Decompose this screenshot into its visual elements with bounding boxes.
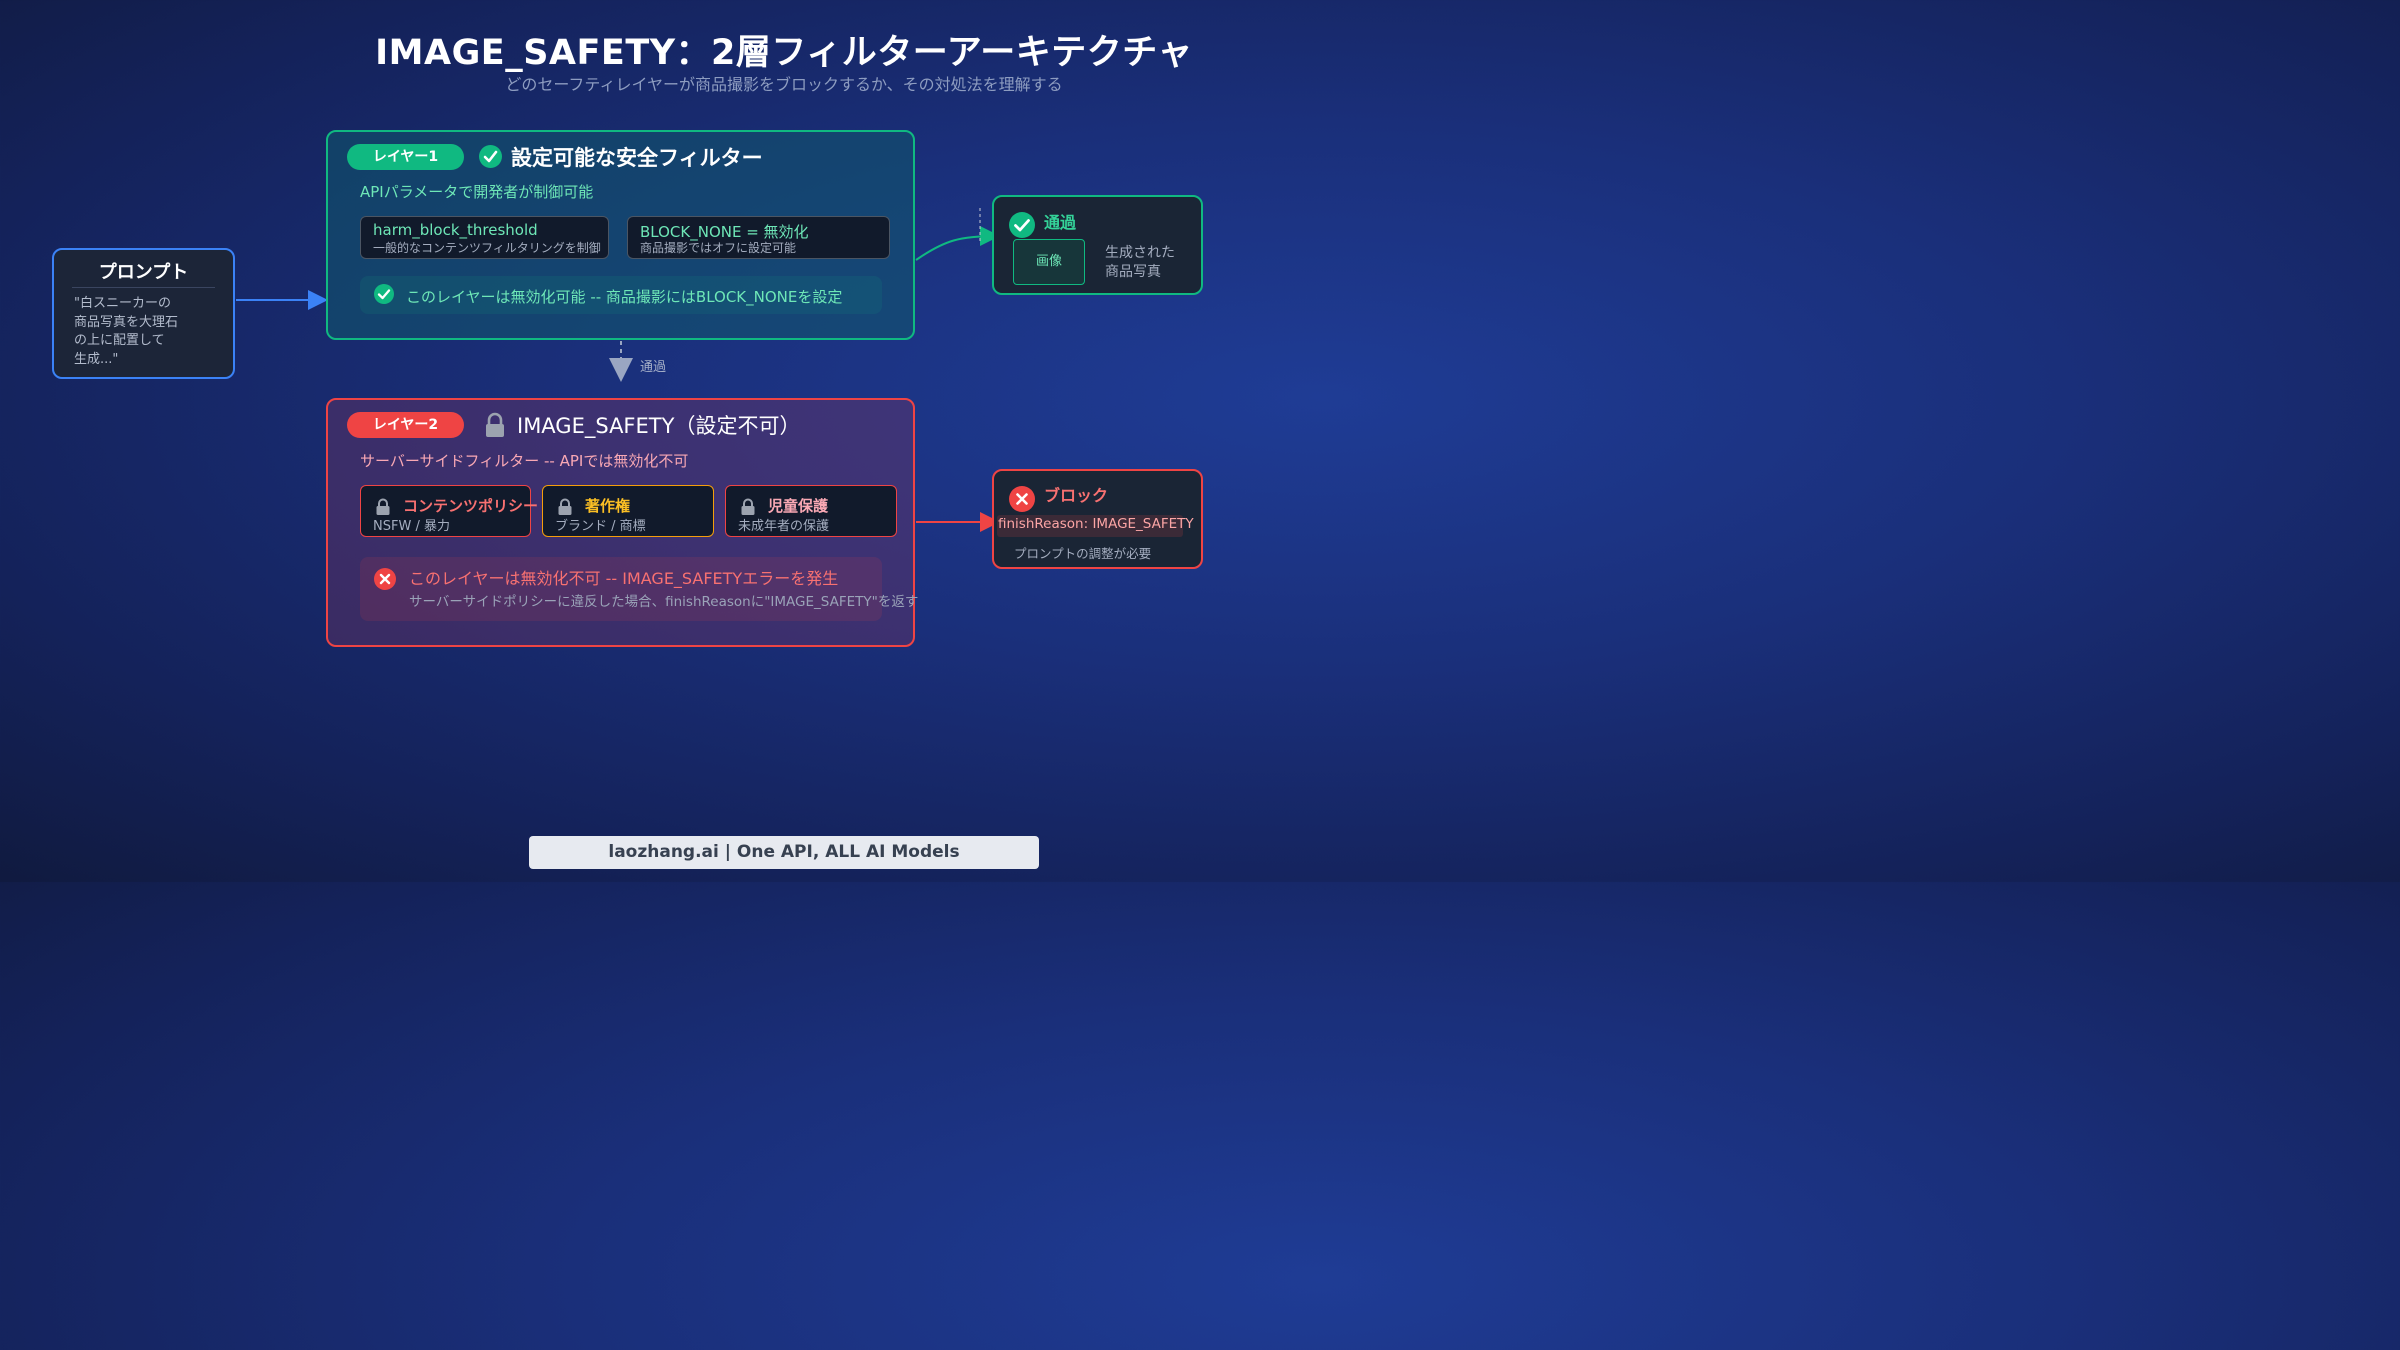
layer2-chip-content-policy: コンテンツポリシー NSFW / 暴力: [360, 485, 538, 537]
check-icon: [374, 284, 394, 304]
prompt-divider: [72, 287, 215, 288]
layer1-badge: レイヤー1: [347, 144, 464, 170]
chip-desc: NSFW / 暴力: [373, 519, 450, 534]
footer-banner: laozhang.ai | One API, ALL AI Models: [529, 836, 1039, 869]
close-icon: [374, 568, 396, 590]
pass-output-title: 通過: [1044, 213, 1077, 232]
diagram-subtitle: どのセーフティレイヤーが商品撮影をブロックするか、その対処法を理解する: [505, 75, 1063, 94]
chip-desc: 商品撮影ではオフに設定可能: [640, 241, 797, 255]
check-icon: [479, 145, 502, 168]
pass-output-caption: 生成された 商品写真: [1105, 244, 1175, 282]
pass-output-box: 通過 画像 生成された 商品写真: [992, 195, 1203, 295]
layer1-subtitle: APIパラメータで開発者が制御可能: [360, 183, 594, 201]
layer2-heading: IMAGE_SAFETY（設定不可）: [517, 414, 801, 438]
prompt-line: 商品写真を大理石: [74, 314, 179, 330]
close-icon: [1009, 486, 1035, 512]
layer2-chip-child-protection: 児童保護 未成年者の保護: [725, 485, 897, 537]
caption-line: 生成された: [1105, 245, 1175, 261]
lock-icon: [484, 412, 506, 438]
block-reason-highlight: [997, 515, 1183, 537]
block-output-reason: finishReason: IMAGE_SAFETY: [998, 516, 1194, 532]
chip-desc: 未成年者の保護: [738, 519, 830, 534]
chip-title: BLOCK_NONE = 無効化: [640, 223, 809, 241]
block-output-hint: プロンプトの調整が必要: [1014, 546, 1152, 561]
block-output-box: ブロック finishReason: IMAGE_SAFETY プロンプトの調整…: [992, 469, 1203, 569]
prompt-title: プロンプト: [98, 262, 189, 283]
layer1-box: レイヤー1 設定可能な安全フィルター APIパラメータで開発者が制御可能 har…: [326, 130, 915, 340]
prompt-text: "白スニーカーの 商品写真を大理石 の上に配置して 生成...": [74, 295, 224, 369]
chip-title: 著作権: [585, 497, 631, 515]
chip-title: 児童保護: [768, 497, 829, 515]
chip-title: harm_block_threshold: [373, 221, 538, 239]
chip-desc: 一般的なコンテンツフィルタリングを制御: [373, 241, 601, 255]
layer2-chip-copyright: 著作権 ブランド / 商標: [542, 485, 714, 537]
lock-icon: [740, 498, 756, 516]
layer1-heading: 設定可能な安全フィルター: [511, 146, 763, 170]
lock-icon: [375, 498, 391, 516]
layer2-note: このレイヤーは無効化不可 -- IMAGE_SAFETYエラーを発生 サーバーサ…: [360, 557, 918, 621]
layer1-note-text: このレイヤーは無効化可能 -- 商品撮影にはBLOCK_NONEを設定: [406, 288, 843, 306]
chip-title: コンテンツポリシー: [403, 497, 539, 515]
layer2-subtitle: サーバーサイドフィルター -- APIでは無効化不可: [360, 452, 689, 470]
pass-label: 通過: [640, 360, 667, 375]
connector-layer: [236, 208, 1000, 532]
layer2-box: レイヤー2 IMAGE_SAFETY（設定不可） サーバーサイドフィルター --…: [326, 398, 918, 647]
lock-icon: [557, 498, 573, 516]
layer1-chip-threshold: harm_block_threshold 一般的なコンテンツフィルタリングを制御: [360, 216, 609, 259]
layer2-note-desc: サーバーサイドポリシーに違反した場合、finishReasonに"IMAGE_S…: [409, 594, 919, 610]
layer1-to-pass-arrow: [915, 226, 1000, 261]
prompt-line: の上に配置して: [74, 333, 165, 348]
check-icon: [1009, 212, 1035, 238]
layer2-badge: レイヤー2: [347, 412, 464, 438]
prompt-line: "白スニーカーの: [74, 296, 171, 311]
chip-desc: ブランド / 商標: [555, 519, 646, 534]
prompt-line: 生成...": [74, 351, 119, 367]
layer1-note: このレイヤーは無効化可能 -- 商品撮影にはBLOCK_NONEを設定: [360, 276, 882, 314]
layer1-chip-block-none: BLOCK_NONE = 無効化 商品撮影ではオフに設定可能: [627, 216, 890, 259]
layer2-note-title: このレイヤーは無効化不可 -- IMAGE_SAFETYエラーを発生: [409, 569, 839, 588]
diagram-title: IMAGE_SAFETY：2層フィルターアーキテクチャ: [375, 33, 1193, 73]
caption-line: 商品写真: [1105, 264, 1161, 280]
block-output-title: ブロック: [1044, 486, 1109, 505]
prompt-box: プロンプト "白スニーカーの 商品写真を大理石 の上に配置して 生成...": [52, 248, 235, 379]
generated-image-placeholder: 画像: [1013, 239, 1085, 285]
